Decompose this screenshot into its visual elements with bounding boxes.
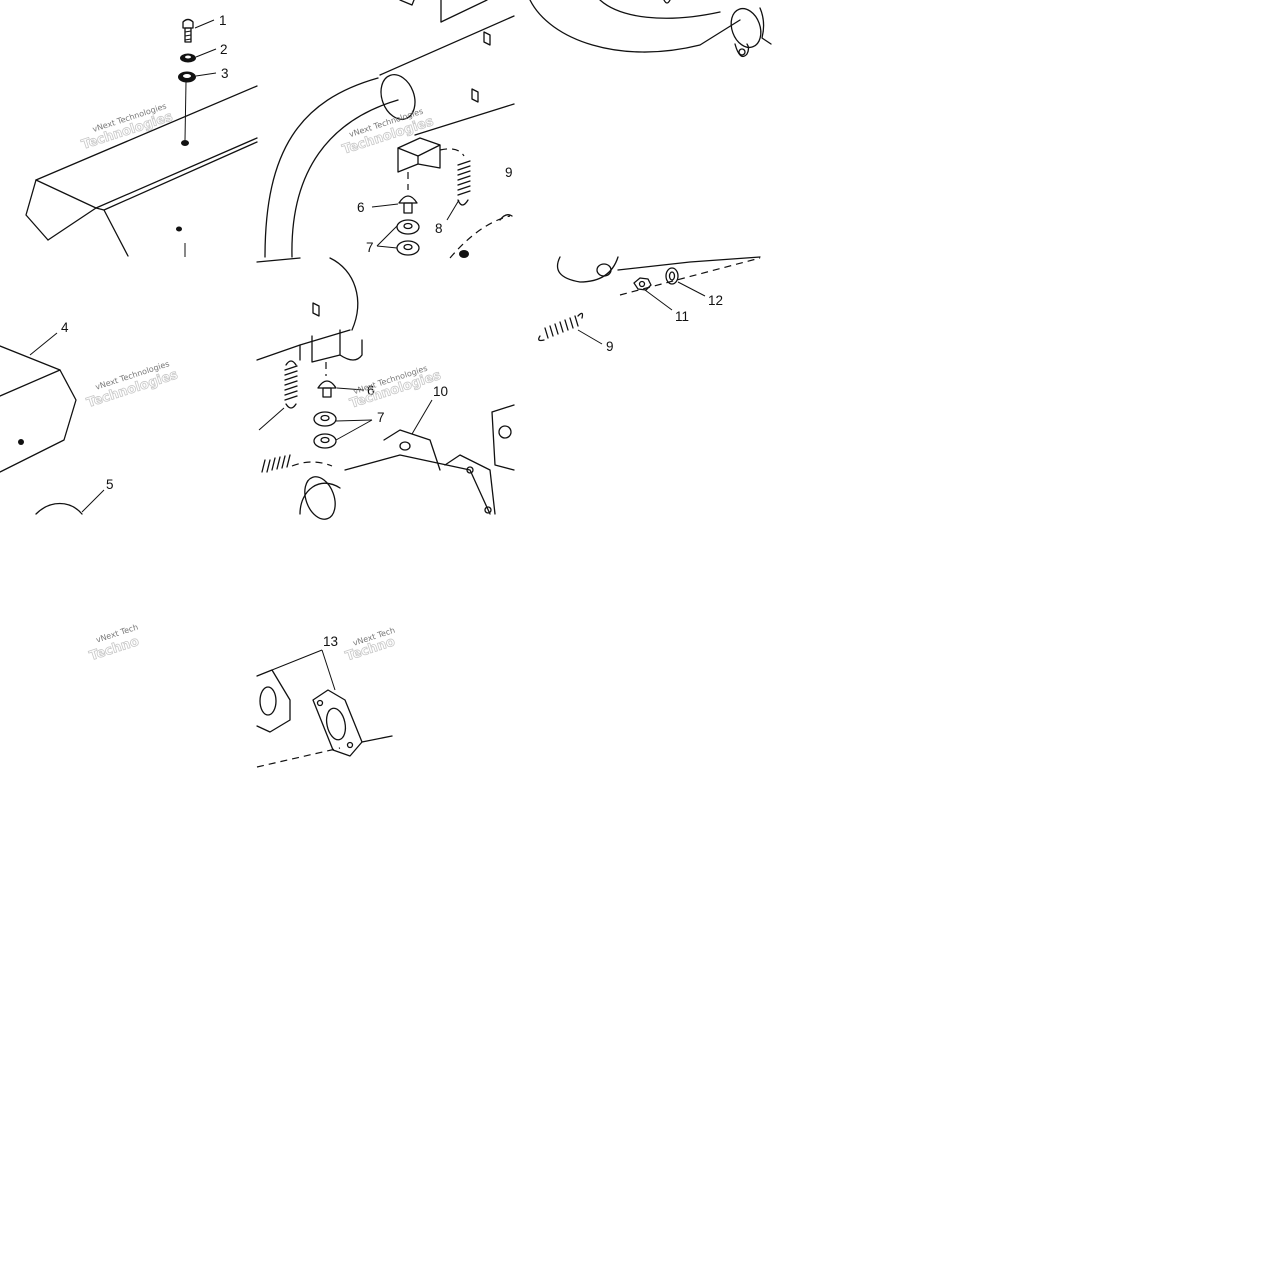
watermark: Technologies vNext Technologies (85, 359, 181, 411)
spring-part (538, 312, 603, 345)
callout-11: 11 (675, 309, 689, 324)
spring-part (439, 148, 471, 221)
tile-hardware: 11 12 9 (538, 256, 761, 354)
callout-12: 12 (708, 293, 723, 308)
tile-heat-shield-lower: 4 5 Technologies vNext Technologies (0, 320, 181, 515)
callout-7a: 7 (366, 240, 374, 255)
callout-9a: 9 (505, 165, 513, 180)
callout-6a: 6 (357, 200, 365, 215)
callout-13: 13 (323, 634, 338, 649)
callout-4: 4 (61, 320, 69, 335)
gasket-part (312, 689, 363, 757)
heat-shield-upper (25, 85, 258, 257)
callout-2: 2 (220, 42, 228, 57)
tile-muffler-upper: 6 7 8 9 Technologies vNext Technologies (264, 0, 515, 259)
lock-washer-part (180, 53, 196, 63)
callout-1: 1 (219, 13, 227, 28)
tile-empty: Techno vNext Tech (87, 623, 141, 665)
callout-8: 8 (435, 221, 443, 236)
tile-heat-shield-screw: 1 2 3 Technologies vNext Technologies (25, 13, 258, 257)
assembly-axis-line (184, 81, 187, 141)
mounting-hole (181, 140, 189, 146)
spacer-part (665, 267, 679, 285)
tile-gaskets: 13 Techno vNext Tech (256, 626, 397, 768)
nut-part (633, 277, 652, 291)
watermark: Techno vNext Tech (343, 626, 397, 665)
callout-3: 3 (221, 66, 229, 81)
watermark: Technologies vNext Technologies (348, 364, 444, 412)
callout-6b: 6 (367, 383, 375, 398)
tile-pipe-curve (529, 0, 772, 58)
callout-7b: 7 (377, 410, 385, 425)
callout-9b: 9 (606, 339, 614, 354)
watermark: Technologies vNext Technologies (79, 102, 175, 154)
tile-muffler-lower: 6 7 10 Technologies vNext Technologies (256, 257, 515, 520)
screw-part (182, 18, 194, 43)
watermark: Techno vNext Tech (87, 623, 141, 665)
flat-washer-part (178, 71, 196, 83)
callout-5: 5 (106, 477, 114, 492)
callout-10: 10 (433, 384, 448, 399)
watermark: Technologies vNext Technologies (340, 107, 436, 158)
